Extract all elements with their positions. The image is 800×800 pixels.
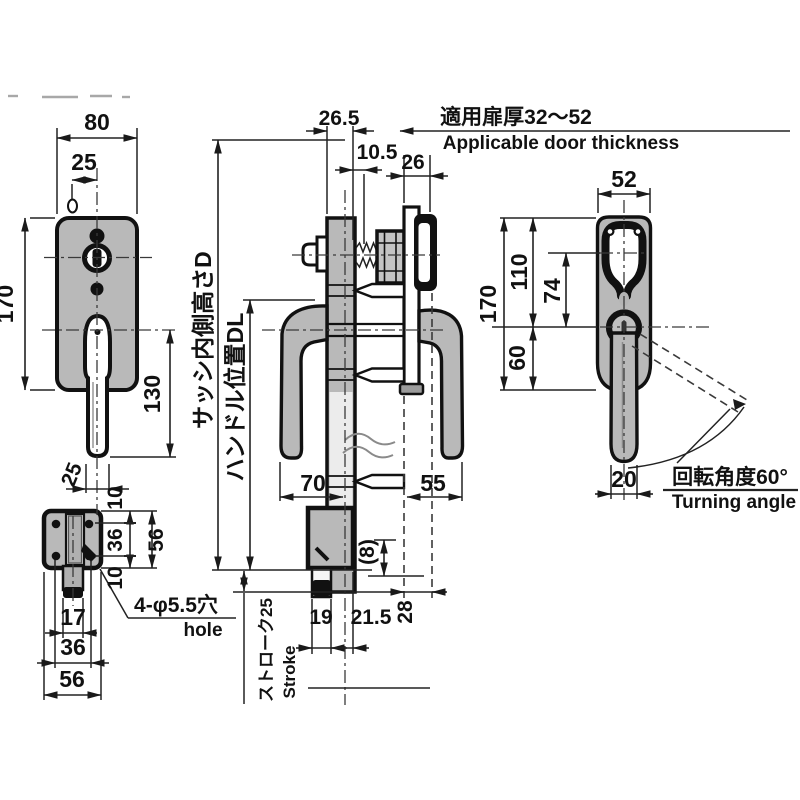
label-handle-position: ハンドル位置DL [222,313,248,482]
case-mark [314,546,330,562]
dimension-lines [21,127,790,699]
rotated-handle-line [639,333,748,401]
dim-side-outer-clearance: 55 [420,470,446,496]
break-line [342,445,394,459]
dim-side-case-depth: 21.5 [351,606,392,629]
centerlines [42,168,712,705]
dim-profile-width: 52 [611,166,637,192]
dim-side-latch-gap: (8) [356,539,379,565]
screw-hole [84,519,94,529]
label-turning-angle-en: Turning angle [672,492,796,513]
dim-keeper-hole-width: 36 [60,634,86,660]
label-sash-height: サッシ内側高さD [190,251,216,429]
dim-keeper-top: 10 [104,486,127,509]
dim-profile-cyl-handle: 74 [539,278,565,304]
backplate-lower [329,392,353,506]
escutcheon-screw [633,227,643,237]
label-stroke-en: Stroke [280,646,299,699]
escutcheon-screw [605,227,615,237]
dim-side-cup-width: 28 [394,600,417,624]
label-stroke-jp: ストローク25 [257,598,276,702]
extension-lines [30,126,798,704]
outer-cup-inner [418,223,430,282]
projected-hole [67,198,78,214]
dim-front-hole-offset: 25 [71,149,97,175]
faint-top-dashes [8,94,130,99]
turning-leader [676,408,731,464]
fixing-screw [351,473,406,490]
outer-handle [417,308,465,460]
dim-front-width: 80 [84,109,110,135]
break-line [344,432,396,446]
screw-hole [51,551,61,561]
dim-profile-height: 170 [475,285,501,323]
dim-profile-handle-tip: 20 [611,466,637,492]
label-hole-jp: 4-φ5.5穴 [134,593,218,617]
label-door-thickness-jp: 適用扉厚32～52 [440,105,592,129]
dim-side-inner-clearance: 70 [300,470,326,496]
dim-side-cup-depth: 26 [401,151,424,174]
keeper-bolt-inner [67,515,83,564]
dim-front-handle-length: 130 [139,375,165,413]
axle-lines [328,322,404,338]
fixing-screw [351,282,406,299]
screw-hole [51,519,61,529]
door-plate-foot [398,382,425,396]
rotation-arrowhead [733,399,746,410]
label-hole-en: hole [183,620,222,641]
dim-keeper-hole-span: 36 [104,528,127,551]
dim-front-height: 170 [0,285,18,323]
dim-keeper-height: 56 [145,528,168,551]
rotated-handle-line [631,345,739,413]
profile-view [595,215,748,469]
label-door-thickness-en: Applicable door thickness [443,133,680,154]
dim-keeper-bottom: 10 [104,566,127,589]
dim-side-offset: 10.5 [357,141,398,164]
cylinder-housing [375,229,406,285]
dim-front-handle-width: 25 [57,459,87,490]
lock-case [305,505,356,571]
dimension-text: 80 25 170 130 25 10 36 10 56 17 36 56 4-… [0,105,796,702]
dim-side-backset: 26.5 [319,107,360,130]
backplate-section-lines [327,284,355,488]
dim-keeper-width: 56 [59,666,85,692]
label-turning-angle-jp: 回転角度60° [672,465,788,489]
dim-side-latch-width: 19 [309,606,332,629]
keeper-lever [81,543,97,562]
side-view [279,205,465,599]
dim-profile-upper: 110 [506,253,532,290]
housing-lines [377,231,404,283]
inner-handle [279,304,329,460]
dim-keeper-bolt-width: 17 [60,604,86,630]
latch-bolt [312,580,331,596]
rotation-arc [627,406,745,469]
fixing-screw [351,367,406,383]
dim-profile-lower: 60 [504,345,530,371]
